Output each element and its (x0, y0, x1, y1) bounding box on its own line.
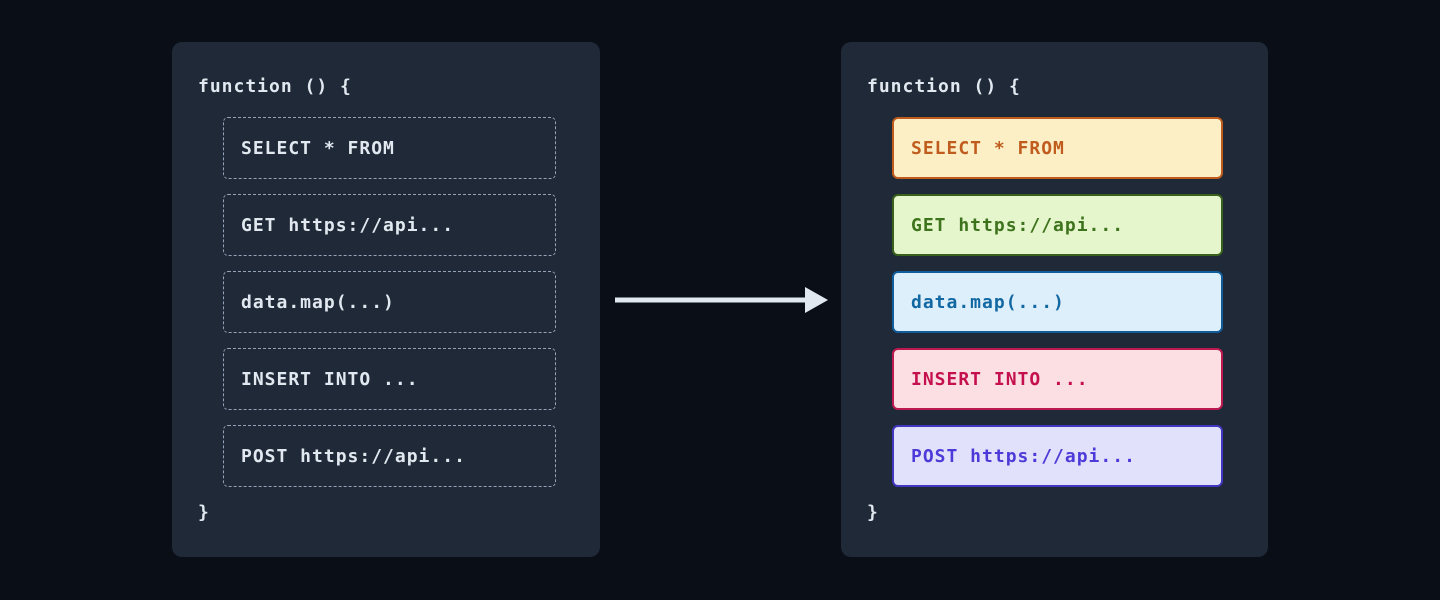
right-code-panel: function () { SELECT * FROM GET https://… (841, 42, 1268, 557)
function-close-line: } (867, 502, 878, 523)
left-code-panel: function () { SELECT * FROM GET https://… (172, 42, 600, 557)
highlighted-block-get: GET https://api... (892, 194, 1223, 256)
code-block-get: GET https://api... (223, 194, 556, 256)
highlighted-block-post: POST https://api... (892, 425, 1223, 487)
highlighted-block-map: data.map(...) (892, 271, 1223, 333)
code-block-map: data.map(...) (223, 271, 556, 333)
function-close-line: } (198, 502, 209, 523)
code-block-post: POST https://api... (223, 425, 556, 487)
function-open-line: function () { (867, 76, 1021, 97)
function-open-line: function () { (198, 76, 352, 97)
left-block-list: SELECT * FROM GET https://api... data.ma… (223, 117, 600, 487)
highlighted-block-select: SELECT * FROM (892, 117, 1223, 179)
code-block-insert: INSERT INTO ... (223, 348, 556, 410)
highlighted-block-insert: INSERT INTO ... (892, 348, 1223, 410)
right-block-list: SELECT * FROM GET https://api... data.ma… (892, 117, 1268, 487)
arrow-right-icon (613, 284, 829, 316)
code-block-select: SELECT * FROM (223, 117, 556, 179)
